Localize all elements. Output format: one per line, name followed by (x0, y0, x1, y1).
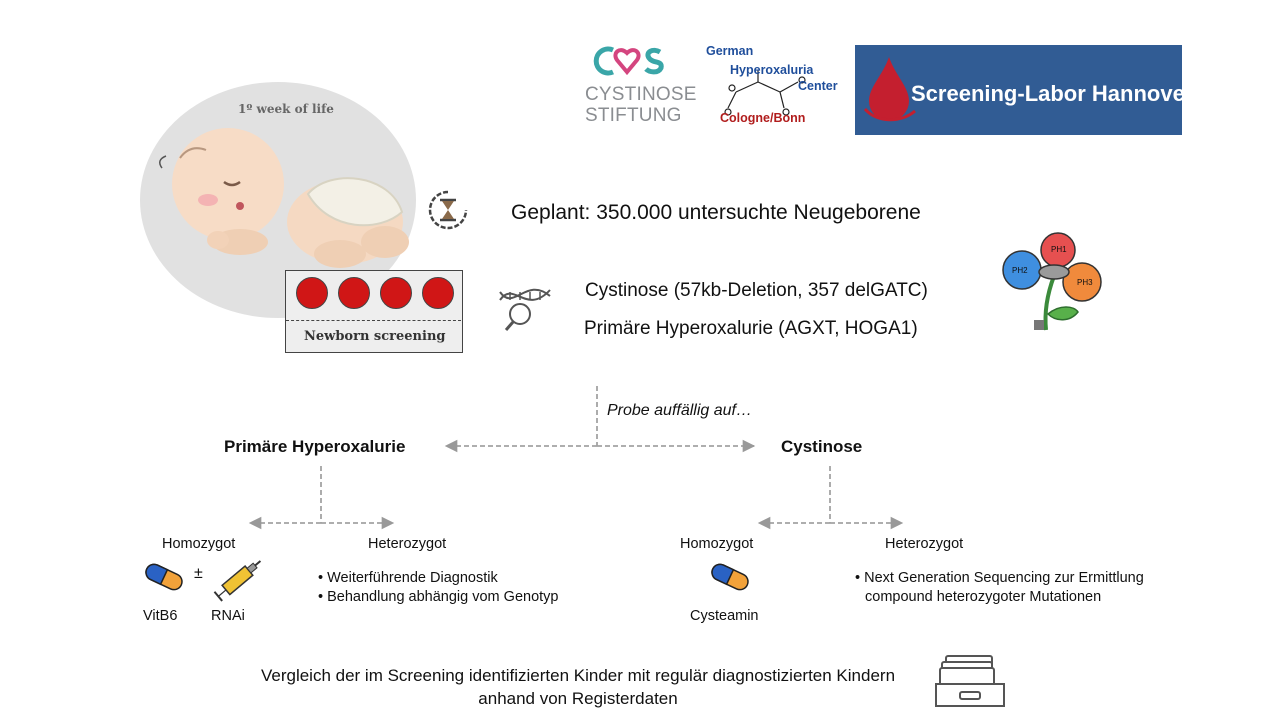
stiftung-text: STIFTUNG (585, 105, 682, 126)
cysteamin-label: Cysteamin (690, 608, 759, 624)
cys-bullet-item-1: • Next Generation Sequencing zur Ermittl… (855, 570, 1144, 586)
ghc-german-text: German (706, 44, 754, 58)
cystinose-test-text: Cystinose (57kb-Deletion, 357 delGATC) (585, 280, 928, 301)
registry-comparison-text: Vergleich der im Screening identifiziert… (220, 664, 936, 710)
blood-drop-icon (863, 57, 916, 122)
blood-spot-4 (422, 277, 454, 309)
cys-bullet-list: • Next Generation Sequencing zur Ermittl… (855, 569, 1144, 607)
ghc-city-text: Cologne/Bonn (720, 111, 806, 125)
card-divider (286, 320, 461, 321)
oxalate-molecule-icon (724, 70, 806, 116)
ghc-center-text: Center (798, 79, 838, 93)
ph-flower-illustration: PH1 PH2 PH3 (1000, 232, 1104, 334)
rnai-label: RNAi (211, 608, 245, 624)
blood-spot-1 (296, 277, 328, 309)
ghc-hyperoxaluria-text: Hyperoxaluria (730, 63, 814, 77)
flower-ph2-label: PH2 (1012, 266, 1028, 275)
blood-spot-2 (338, 277, 370, 309)
file-drawer-icon (935, 655, 1005, 707)
cys-branch-title: Cystinose (781, 437, 863, 456)
cystinose-stiftung-logo: CYSTINOSE STIFTUNG (583, 40, 697, 130)
registry-line-1: Vergleich der im Screening identifiziert… (260, 666, 896, 685)
ph-branch-title: Primäre Hyperoxalurie (224, 437, 406, 456)
newborn-illustration: 1º week of life (140, 82, 470, 362)
flower-ph3-label: PH3 (1077, 278, 1093, 287)
registry-line-2: anhand von Registerdaten (478, 689, 678, 708)
ph-homozygot-label: Homozygot (162, 536, 236, 552)
dna-search-icon (499, 288, 551, 331)
ph-heterozygot-label: Heterozygot (368, 536, 447, 552)
hourglass-icon (428, 190, 468, 230)
cystinose-heart-icon (593, 46, 664, 76)
flower-icon (1002, 232, 1102, 331)
newborn-screening-card: Newborn screening (285, 270, 463, 353)
flower-ph1-label: PH1 (1051, 245, 1067, 254)
cys-heterozygot-label: Heterozygot (885, 536, 964, 552)
vitb6-label: VitB6 (143, 608, 178, 624)
ph-bullet-list: • Weiterführende Diagnostik • Behandlung… (318, 569, 558, 607)
blood-spot-3 (380, 277, 412, 309)
screening-labor-text: Screening-Labor Hannover (911, 81, 1194, 106)
ph-test-text: Primäre Hyperoxalurie (AGXT, HOGA1) (584, 318, 918, 339)
ph-bullet-item-1: • Weiterführende Diagnostik (318, 570, 498, 586)
cysteamin-capsule-icon (711, 563, 749, 591)
vitb6-capsule-icon (145, 563, 183, 591)
german-hyperoxaluria-center-logo: German Hyperoxaluria Center Cologne/Bonn (704, 40, 850, 130)
cystinose-text: CYSTINOSE (585, 84, 697, 105)
cys-bullet-item-1-cont: compound heterozygoter Mutationen (865, 589, 1102, 605)
week-of-life-label: 1º week of life (238, 102, 334, 116)
cys-homozygot-label: Homozygot (680, 536, 754, 552)
newborn-screening-label: Newborn screening (304, 329, 446, 344)
planned-newborns-text: Geplant: 350.000 untersuchte Neugeborene (511, 201, 921, 224)
ph-bullet-item-2: • Behandlung abhängig vom Genotyp (318, 589, 559, 605)
baby-icon (140, 82, 416, 318)
screening-labor-logo: Screening-Labor Hannover (855, 45, 1193, 135)
rnai-syringe-icon (213, 560, 262, 602)
probe-label: Probe auffällig auf… (607, 402, 752, 419)
plus-minus-sign: ± (194, 565, 203, 582)
